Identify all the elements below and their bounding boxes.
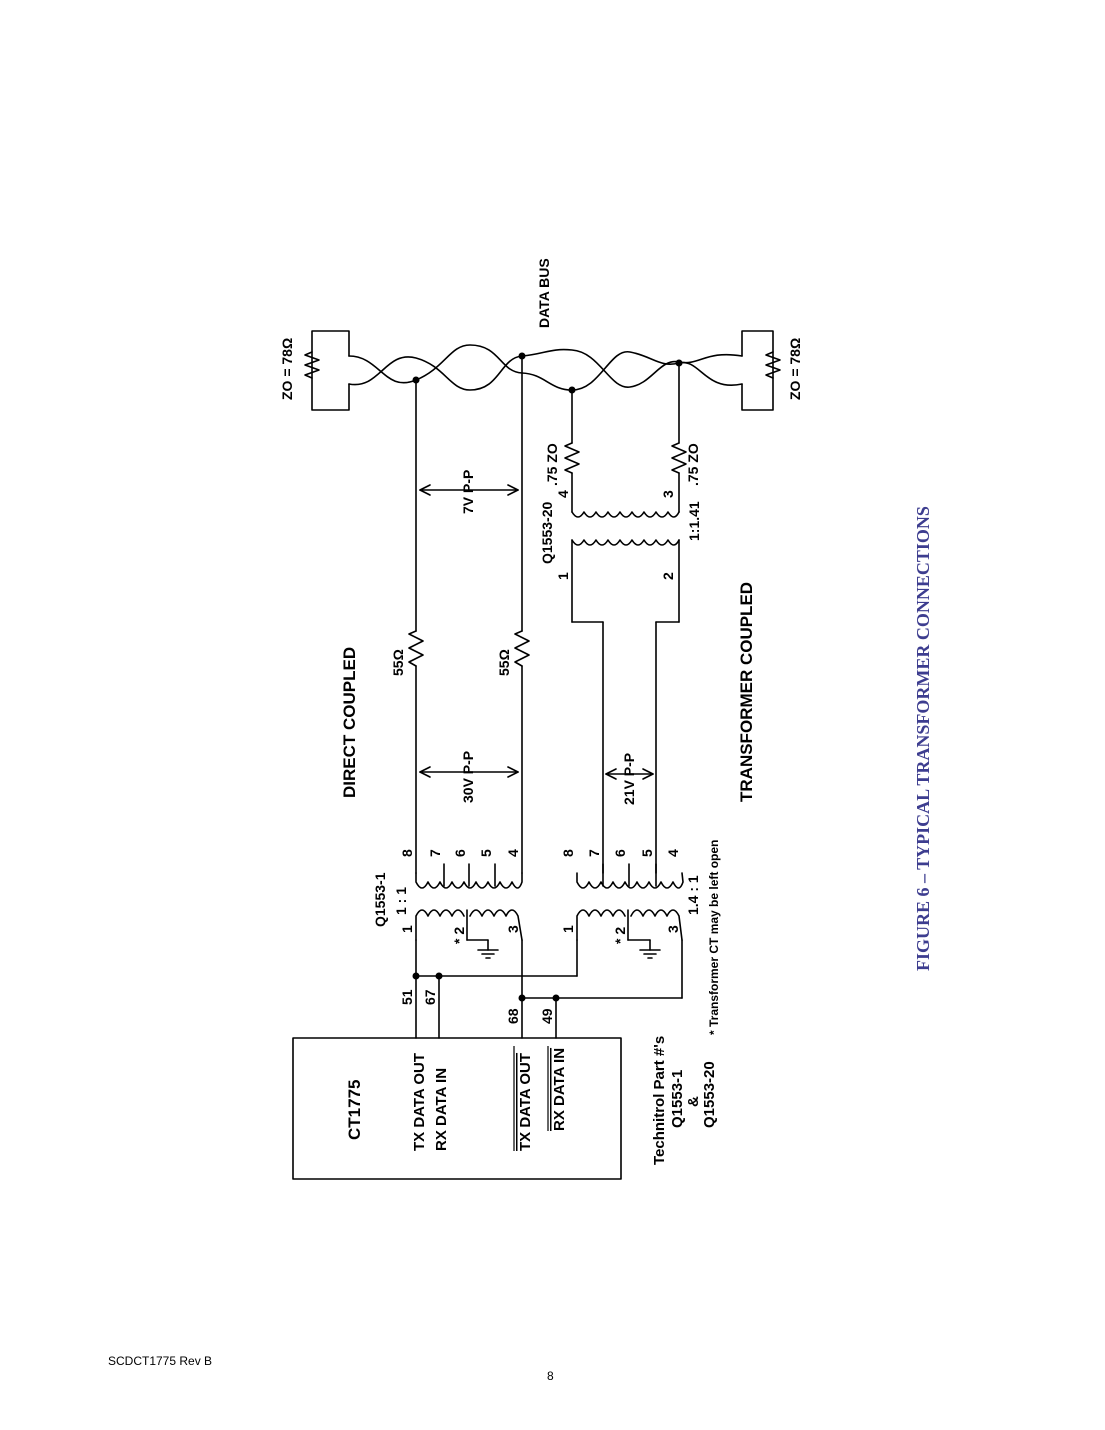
direct-pin-8: 8 [399,849,415,857]
dot-bus-1 [412,376,420,384]
arrow-30v-head-right [507,766,519,778]
direct-transformer-name: Q1553-1 [372,872,388,927]
dot-51 [412,972,420,980]
direct-pin-4: 4 [505,849,521,857]
tc-pin-5: 5 [639,849,655,857]
direct-resistor-1-label: 55Ω [390,649,406,676]
direct-resistor-2 [514,630,530,667]
arrow-30v-head-left [419,766,431,778]
direct-pin-2: * 2 [451,927,467,944]
tc-pin-1: 1 [560,925,576,933]
coupler-ratio: 1:1.41 [686,501,702,541]
direct-pin-7: 7 [427,849,443,857]
coupler-pin-2: 2 [660,572,676,580]
dot-68 [518,994,526,1002]
parts-note-line2: Q1553-1 [669,1070,686,1128]
tc-pin-7: 7 [586,849,602,857]
chip-name: CT1775 [345,1080,364,1140]
stub-resistor-2-label: .75 ZO [685,443,701,486]
coupler-pin-4: 4 [555,490,571,498]
transformer-coupled-title: TRANSFORMER COUPLED [737,582,756,802]
footer-page-number: 8 [547,1369,554,1383]
tc-transformer-ratio: 1.4 : 1 [685,875,701,915]
dot-49 [552,994,560,1002]
dot-bus-2 [518,352,526,360]
arrow-7v-head-right [507,484,519,496]
direct-resistor-2-label: 55Ω [496,649,512,676]
arrow-21v-head-left [605,768,617,780]
pin-number-67: 67 [422,989,438,1005]
voltage-21v-label: 21V P-P [621,753,637,805]
coupler-secondary-coil [571,511,680,518]
pin-number-51: 51 [399,989,415,1005]
tc-secondary-coil [576,872,684,889]
coupler-name: Q1553-20 [539,502,555,564]
tc-pin-4: 4 [665,849,681,857]
pin-number-68: 68 [505,1008,521,1024]
stub-resistor-2 [671,442,687,474]
coupler-primary-coil [571,539,680,546]
direct-pin-3: 3 [505,925,521,933]
arrow-21v-head-right [642,768,654,780]
data-bus-wire-b [348,348,743,391]
stub-resistor-1 [564,442,580,474]
term-bottom-resistor [765,351,781,379]
term-top-label: ZO = 78Ω [279,338,295,400]
figure-caption: FIGURE 6 – TYPICAL TRANSFORMER CONNECTIO… [913,506,933,971]
direct-resistor-1 [408,630,424,667]
tc-pin-2: * 2 [612,927,628,944]
term-bottom-wire [741,330,774,411]
parts-note-line1: Technitrol Part #'s [651,1036,668,1165]
pin-label-tx-data-out-bar: TX DATA OUT [517,1053,534,1151]
parts-note-line3: & [685,1096,702,1107]
tc-pin-8: 8 [560,849,576,857]
dot-bus-4 [675,359,683,367]
ct-note: * Transformer CT may be left open [707,840,721,1035]
pin-label-tx-data-out: TX DATA OUT [411,1053,428,1151]
coupler-pin-1: 1 [555,572,571,580]
dot-bus-3 [568,386,576,394]
chip-box [292,1037,622,1180]
term-top-wire [311,330,350,411]
arrow-7v-head-left [419,484,431,496]
direct-pin-5: 5 [478,849,494,857]
pin-label-rx-data-in: RX DATA IN [433,1068,450,1151]
stub-resistor-1-label: .75 ZO [544,443,560,486]
voltage-7v-label: 7V P-P [460,470,476,514]
tc-pin-6: 6 [612,849,628,857]
tc-primary-coil [576,909,683,941]
direct-secondary-coil [415,872,523,889]
direct-pin-1: 1 [399,925,415,933]
coupler-pin-3: 3 [660,490,676,498]
parts-note-line4: Q1553-20 [701,1061,718,1128]
footer-doc-id: SCDCT1775 Rev B [108,1354,213,1368]
term-top-resistor [304,351,320,379]
term-bottom-label: ZO = 78Ω [787,338,803,400]
direct-transformer-ratio: 1 : 1 [393,887,409,915]
dot-67 [435,972,443,980]
data-bus-label: DATA BUS [536,258,552,328]
voltage-30v-label: 30V P-P [460,751,476,803]
direct-primary-coil [415,909,523,941]
pin-label-rx-data-in-bar: RX DATA IN [551,1048,568,1131]
pin-number-49: 49 [539,1008,555,1024]
direct-coupled-title: DIRECT COUPLED [340,647,359,798]
tc-pin-3: 3 [665,925,681,933]
direct-pin-6: 6 [452,849,468,857]
